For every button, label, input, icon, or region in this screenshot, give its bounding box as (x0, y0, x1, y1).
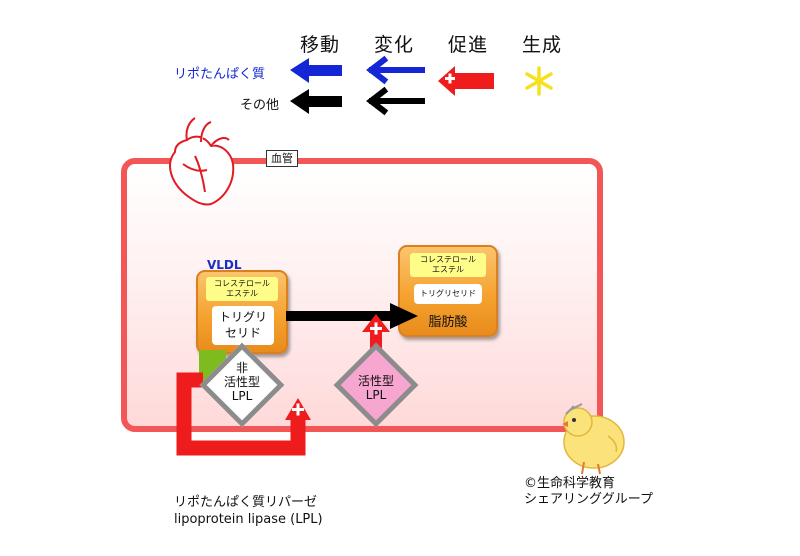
inactive-lpl-line3: LPL (231, 389, 253, 403)
header-generate: 生成 (522, 34, 563, 56)
vldl-tg-line2: セリド (224, 326, 261, 340)
inactive-lpl-line1: 非 (235, 361, 248, 375)
active-lpl-line1: 活性型 (357, 374, 394, 388)
lpl-caption: リポたんぱく質リパーゼ lipoprotein lipase (LPL) (174, 494, 323, 528)
vldl-tg-line1: トリグリ (218, 310, 267, 324)
inactive-lpl-label: 非 活性型 LPL (210, 361, 274, 403)
vldl-triglyceride: トリグリ セリド (212, 306, 274, 345)
vldl-cholesterol-ester: コレステロール エステル (206, 277, 278, 301)
vldl-particle: コレステロール エステル トリグリ セリド (196, 270, 288, 354)
lpl-caption-en: lipoprotein lipase (LPL) (174, 512, 323, 527)
vldl-ester-line2: エステル (226, 289, 258, 298)
vldl-title: VLDL (207, 258, 242, 272)
lipoprotein-move-arrow (290, 58, 342, 83)
credit-line1: ©生命科学教育 (524, 476, 616, 491)
target-ester-line2: エステル (432, 265, 464, 274)
asterisk-star-icon (525, 66, 553, 96)
legend-lipoprotein-label: リポたんぱく質 (174, 67, 266, 82)
target-triglyceride: トリグリセリド (414, 284, 482, 304)
active-lpl-label: 活性型 LPL (344, 374, 408, 402)
activation-loop-arrow (176, 372, 311, 456)
header-promote: 促進 (448, 34, 489, 56)
active-lpl-line2: LPL (365, 388, 387, 402)
fatty-acid-label: 脂肪酸 (428, 315, 468, 330)
credit-line2: シェアリンググループ (524, 492, 653, 507)
vldl-ester-line1: コレステロール (214, 279, 270, 288)
inactive-lpl-line2: 活性型 (223, 375, 260, 389)
other-change-arrow (366, 86, 425, 116)
promote-arrow-icon (438, 66, 494, 96)
lpl-caption-jp: リポたんぱく質リパーゼ (174, 495, 318, 510)
credit: ©生命科学教育 シェアリンググループ (524, 476, 653, 508)
vessel-label: 血管 (266, 150, 298, 167)
target-ester-line1: コレステロール (420, 255, 476, 264)
other-move-arrow (290, 89, 342, 114)
heart-outline-icon (169, 117, 235, 206)
target-particle: コレステロール エステル トリグリセリド 脂肪酸 (398, 245, 498, 337)
header-move: 移動 (300, 34, 341, 56)
chick-mascot-icon (562, 403, 625, 475)
legend-other-label: その他 (240, 98, 280, 113)
header-change: 変化 (374, 34, 415, 56)
conversion-arrow (286, 303, 418, 329)
lipoprotein-change-arrow (366, 55, 425, 85)
target-cholesterol-ester: コレステロール エステル (410, 253, 486, 277)
